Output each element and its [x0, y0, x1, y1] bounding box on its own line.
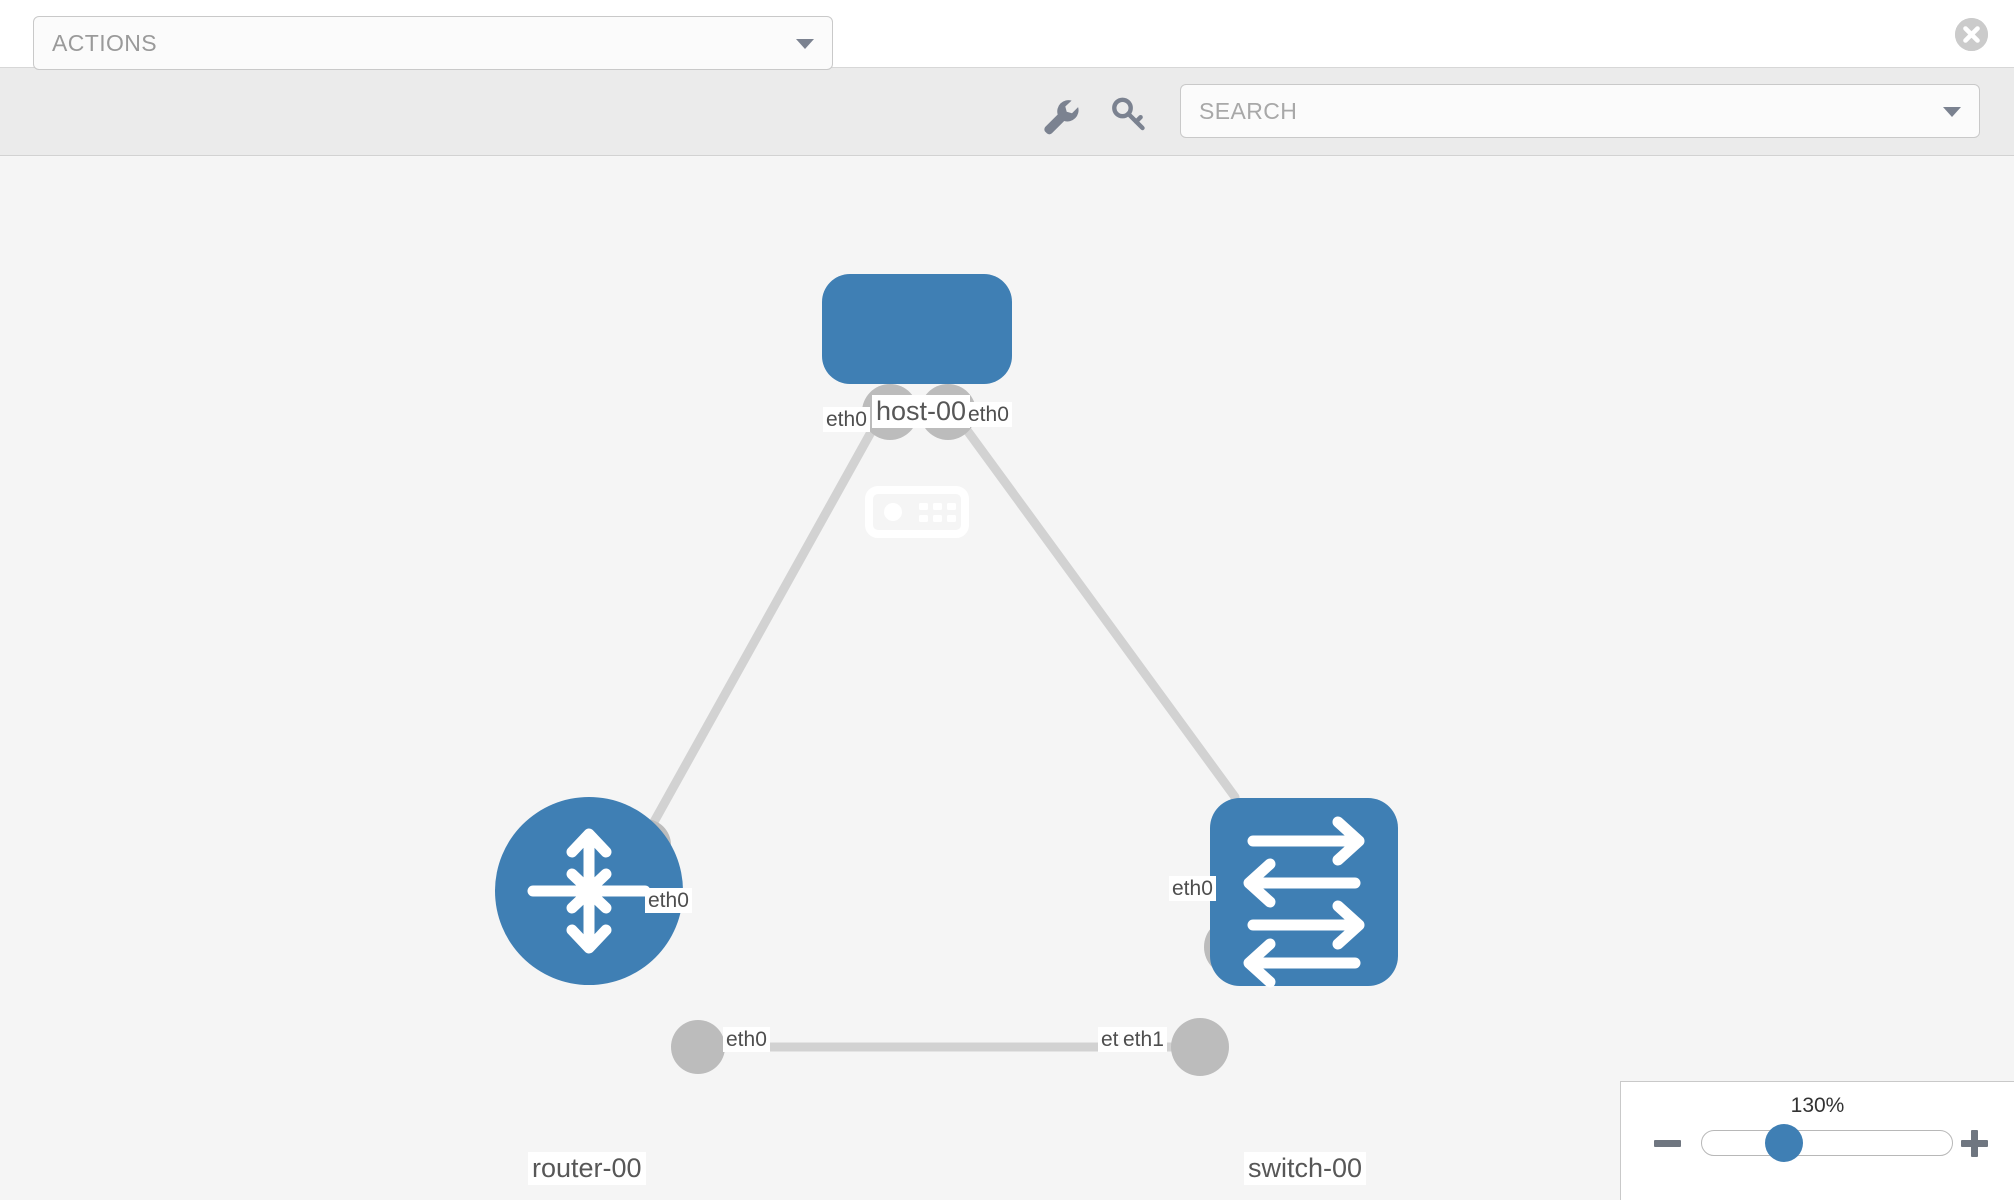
link-host-switch [945, 402, 1240, 802]
search-input[interactable]: SEARCH [1180, 84, 1980, 138]
node-label-host-00: host-00 [872, 395, 971, 428]
router-arrows-icon [527, 828, 651, 954]
key-icon[interactable] [1107, 94, 1151, 138]
node-label-router-00: router-00 [528, 1152, 646, 1185]
zoom-slider-track[interactable] [1701, 1130, 1953, 1156]
port-nub-switch-left[interactable] [1171, 1018, 1229, 1076]
zoom-slider-thumb[interactable] [1765, 1124, 1803, 1162]
plus-icon[interactable] [1958, 1126, 1992, 1160]
chevron-down-icon[interactable] [1943, 107, 1961, 117]
node-switch-00[interactable] [1210, 798, 1398, 988]
node-router-00[interactable] [495, 797, 683, 985]
zoom-percent-label: 130% [1790, 1094, 1845, 1117]
node-host-00[interactable] [822, 274, 1012, 538]
close-icon[interactable] [1955, 18, 1988, 51]
port-label-host-right: eth0 [965, 402, 1012, 427]
server-device-icon [865, 486, 969, 538]
topology-graph [495, 274, 1398, 1076]
chevron-down-icon [796, 39, 814, 49]
wrench-icon[interactable] [1038, 94, 1082, 138]
actions-dropdown[interactable]: ACTIONS [33, 16, 833, 70]
minus-icon[interactable] [1651, 1126, 1685, 1160]
node-label-switch-00: switch-00 [1244, 1152, 1367, 1185]
port-label-switch-left: eth1 [1120, 1027, 1167, 1052]
port-label-router-right: eth0 [723, 1027, 770, 1052]
link-host-router [635, 402, 890, 852]
zoom-control-panel: 130% [1620, 1081, 2014, 1200]
port-label-switch-up: eth0 [1169, 876, 1216, 901]
topology-canvas[interactable]: host-00 router-00 switch-00 eth0 eth0 et… [0, 157, 2014, 1200]
actions-dropdown-label: ACTIONS [52, 30, 158, 56]
search-placeholder: SEARCH [1199, 98, 1298, 124]
switch-arrows-icon [1243, 816, 1365, 988]
port-label-router-up: eth0 [645, 888, 692, 913]
port-nub-router-right[interactable] [671, 1020, 725, 1074]
port-label-host-left: eth0 [823, 407, 870, 432]
